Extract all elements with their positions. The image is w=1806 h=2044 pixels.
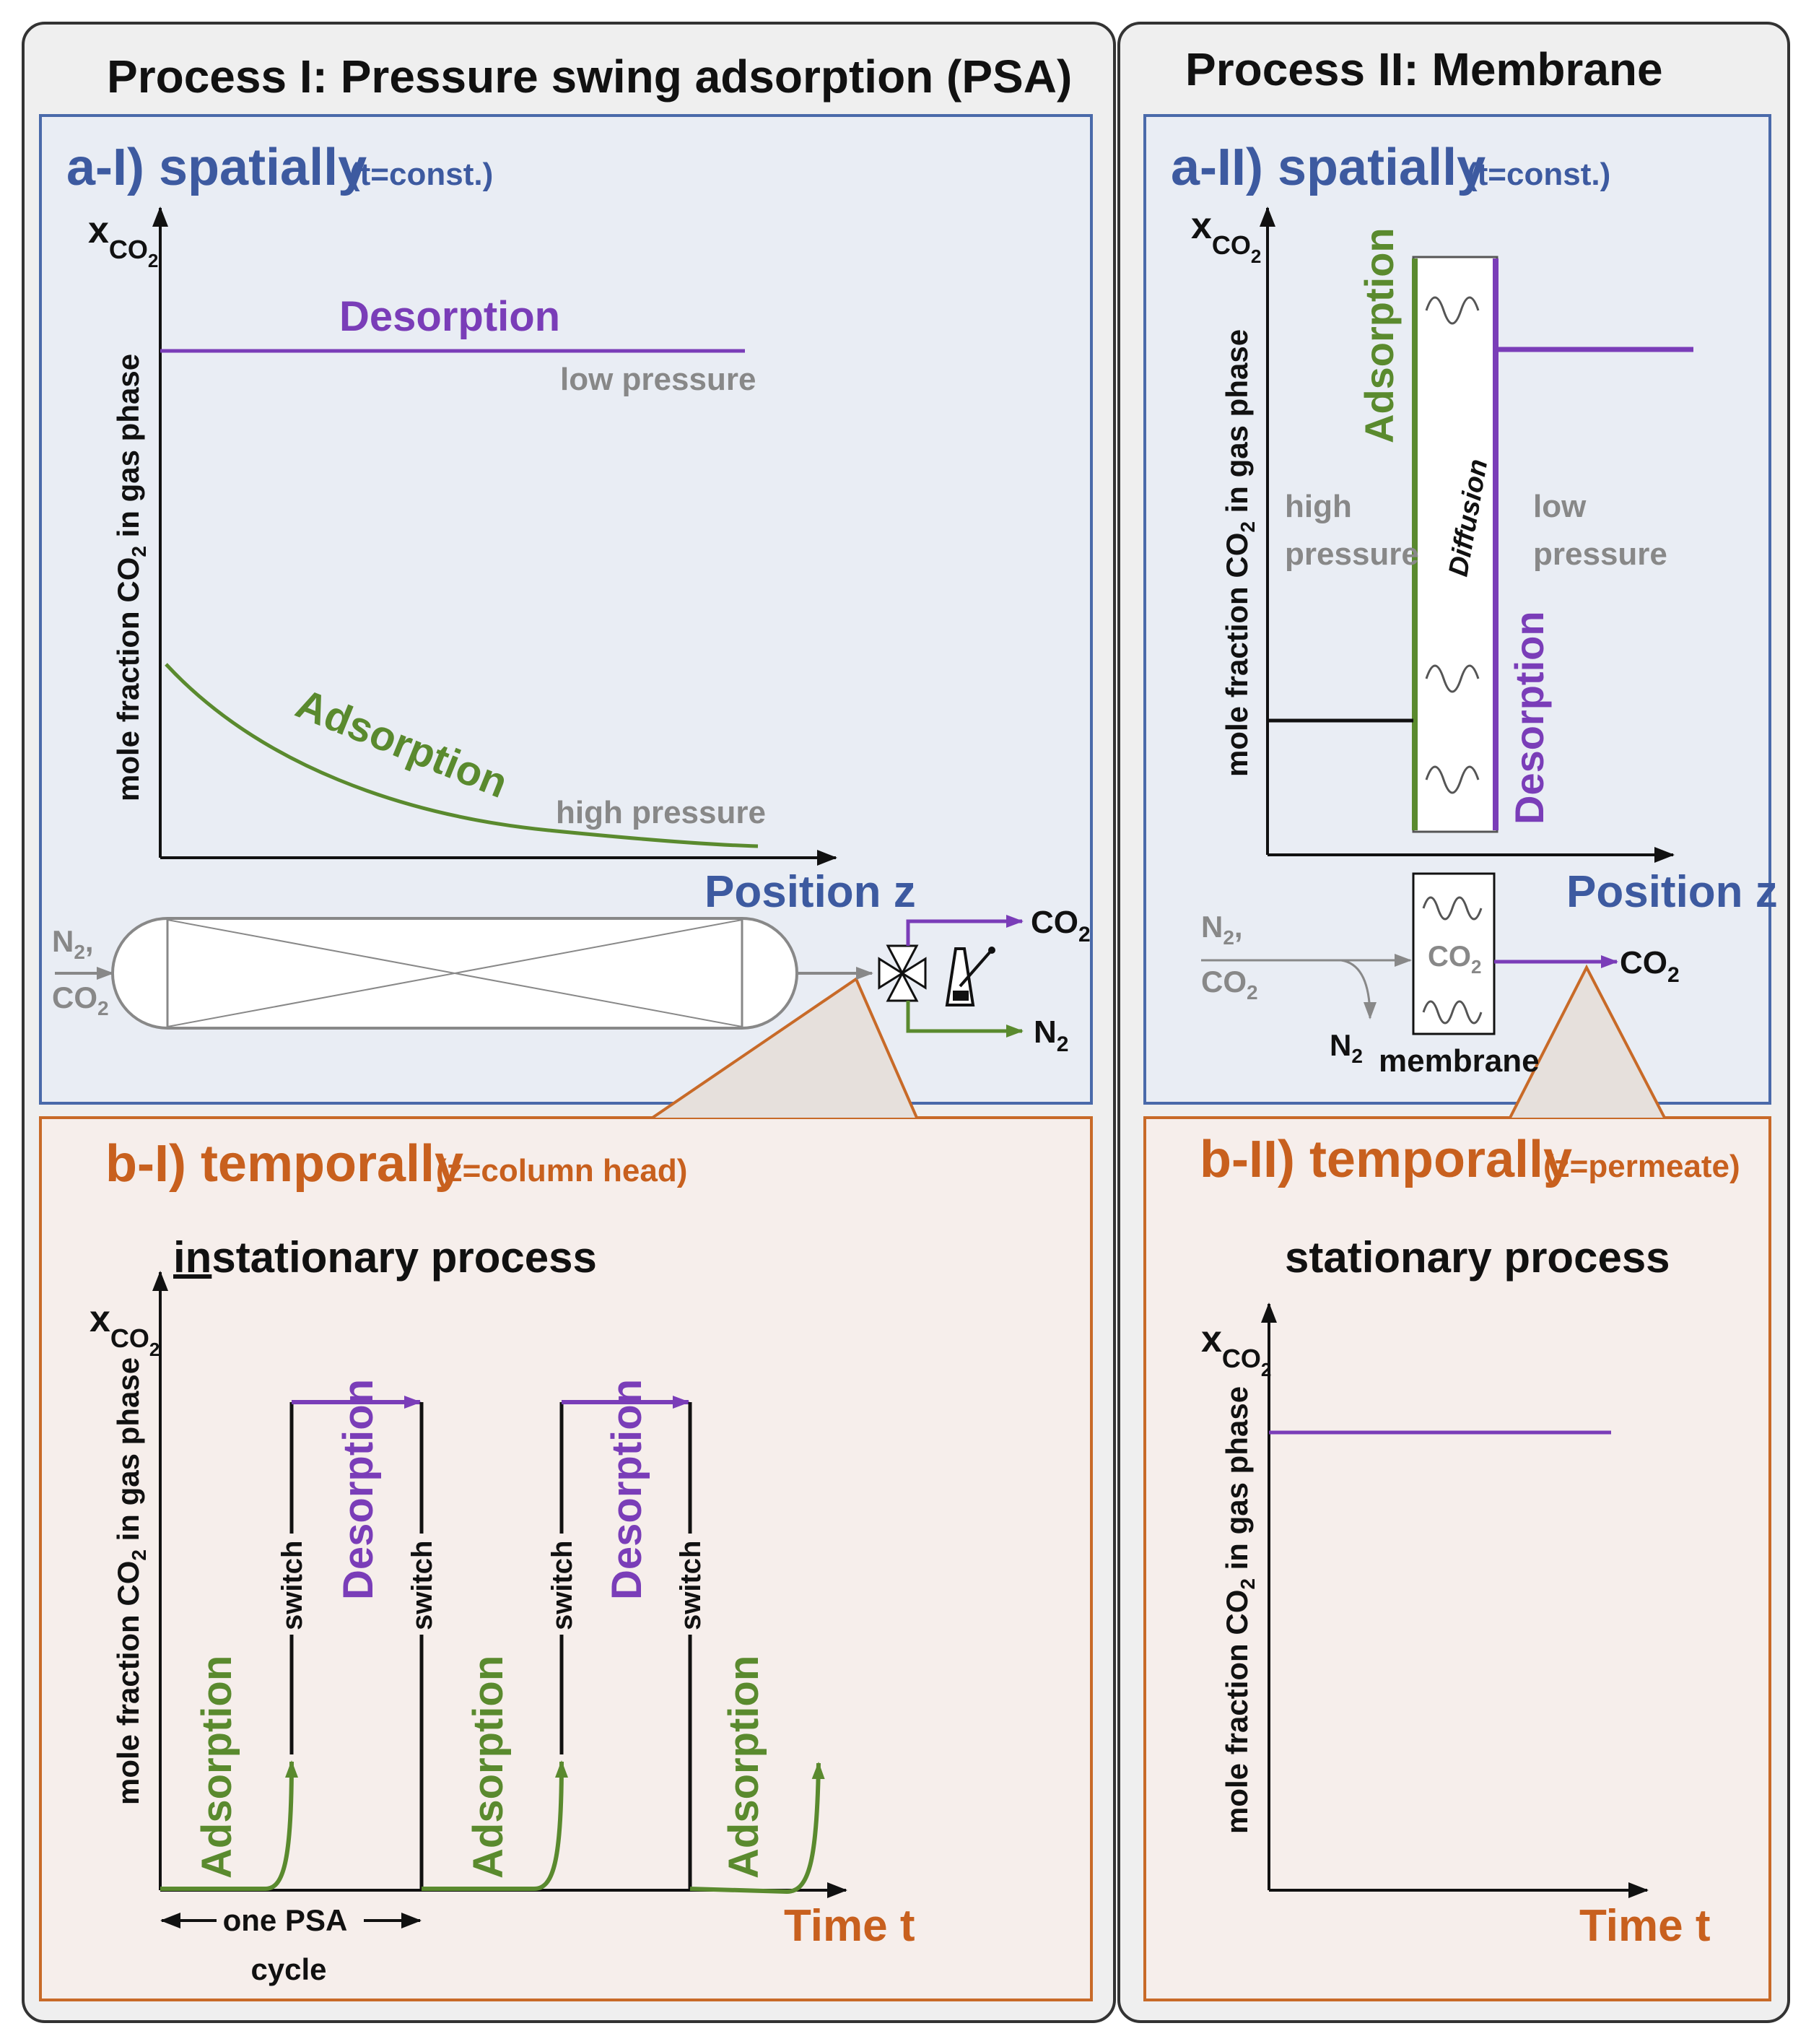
metronome-timer-icon	[945, 947, 995, 1006]
panel-b-II: b-II) temporally (z=permeate) stationary…	[1200, 1131, 1740, 1951]
a-II-heading-note: (t=const.)	[1467, 157, 1610, 192]
b-II-y-symbol: xCO2	[1201, 1318, 1271, 1380]
membrane-module-wave-icon-1	[1422, 896, 1483, 921]
process-1-title: Process I: Pressure swing adsorption (PS…	[107, 51, 1072, 103]
zoom-callout-I	[653, 979, 917, 1118]
membrane-module-label: membrane	[1379, 1043, 1540, 1079]
a-I-xlabel: Position z	[704, 867, 916, 917]
psa-feed-co2: CO2	[52, 980, 109, 1019]
membrane-retentate-n2: N2	[1330, 1028, 1363, 1067]
b-I-desorption-label-2: Desorption	[603, 1379, 650, 1600]
b-I-heading-note: (z=column head)	[436, 1153, 687, 1188]
psa-out-n2: N2	[1034, 1014, 1068, 1056]
a-II-desorption-label: Desorption	[1506, 611, 1552, 825]
panel-b-II-box	[1143, 1116, 1771, 2001]
a-I-heading: a-I) spatially	[66, 139, 367, 196]
three-way-valve-icon	[878, 944, 927, 1002]
b-I-y-symbol: xCO2	[90, 1298, 160, 1360]
membrane-feed-co2: CO2	[1201, 965, 1258, 1004]
b-II-ylabel: mole fraction CO2 in gas phase	[1220, 1386, 1259, 1834]
b-I-switch-label-4: switch	[675, 1541, 707, 1630]
b-I-adsorption-label-3: Adsorption	[720, 1656, 767, 1879]
process-2-title: Process II: Membrane	[1185, 43, 1663, 95]
a-II-y-symbol: xCO2	[1191, 205, 1261, 267]
a-II-wave-icon-1	[1425, 296, 1480, 325]
membrane-module-wave-icon-2	[1422, 1000, 1483, 1025]
zoom-callout-II	[1510, 967, 1665, 1118]
b-I-cycle-label: one PSA cycle	[223, 1903, 355, 1986]
a-I-adsorption-curve	[165, 663, 759, 848]
a-I-ylabel: mole fraction CO2 in gas phase	[111, 354, 150, 801]
a-II-xlabel: Position z	[1566, 867, 1778, 917]
b-I-adsorption-curve-3	[689, 1762, 825, 1895]
b-II-heading: b-II) temporally	[1200, 1131, 1572, 1188]
b-II-xlabel: Time t	[1579, 1901, 1710, 1951]
b-I-adsorption-curve-2	[422, 1760, 568, 1891]
a-II-heading: a-II) spatially	[1171, 139, 1486, 196]
membrane-out-co2: CO2	[1620, 945, 1680, 987]
b-I-switch-label-1: switch	[276, 1541, 308, 1630]
psa-n2-out-arrow	[906, 1001, 1024, 1038]
membrane-retentate-arrow	[1340, 959, 1377, 1019]
a-I-high-pressure: high pressure	[556, 795, 766, 830]
psa-out-co2: CO2	[1031, 905, 1091, 947]
a-I-desorption-label: Desorption	[339, 293, 560, 340]
a-I-low-pressure: low pressure	[560, 362, 756, 397]
a-II-wave-icon-2	[1425, 664, 1480, 693]
b-I-adsorption-label-1: Adsorption	[193, 1656, 240, 1879]
b-I-process-type: instationary process	[173, 1233, 597, 1282]
a-II-wave-icon-3	[1425, 765, 1480, 794]
membrane-module-co2: CO2	[1428, 941, 1481, 978]
a-I-y-symbol: xCO2	[88, 209, 158, 271]
panel-b-I: b-I) temporally (z=column head) instatio…	[90, 1135, 915, 1986]
psa-co2-out-arrow	[906, 915, 1024, 946]
a-II-ylabel: mole fraction CO2 in gas phase	[1220, 329, 1259, 777]
a-II-adsorption-label: Adsorption	[1356, 227, 1402, 443]
panel-a-II: a-II) spatially (t=const.) xCO2 mole fra…	[1171, 139, 1778, 1079]
a-I-heading-note: (t=const.)	[349, 157, 493, 192]
b-I-switch-label-3: switch	[546, 1541, 578, 1630]
b-II-process-type: stationary process	[1285, 1233, 1670, 1282]
b-I-ylabel: mole fraction CO2 in gas phase	[111, 1357, 150, 1805]
b-II-heading-note: (z=permeate)	[1543, 1149, 1740, 1184]
psa-feed-n2: N2,	[52, 924, 94, 963]
b-I-adsorption-curve-1	[160, 1760, 298, 1891]
psa-column	[111, 917, 798, 1030]
b-I-xlabel: Time t	[784, 1901, 915, 1951]
b-I-adsorption-label-2: Adsorption	[465, 1656, 512, 1879]
panel-a-I: a-I) spatially (t=const.) xCO2 mole frac…	[52, 139, 1091, 1056]
b-I-switch-label-2: switch	[406, 1541, 438, 1630]
zoom-callout-II-edge	[1509, 964, 1666, 1118]
membrane-feed-n2: N2,	[1201, 910, 1243, 949]
b-I-heading: b-I) temporally	[105, 1135, 463, 1193]
b-I-desorption-label-1: Desorption	[335, 1379, 382, 1600]
